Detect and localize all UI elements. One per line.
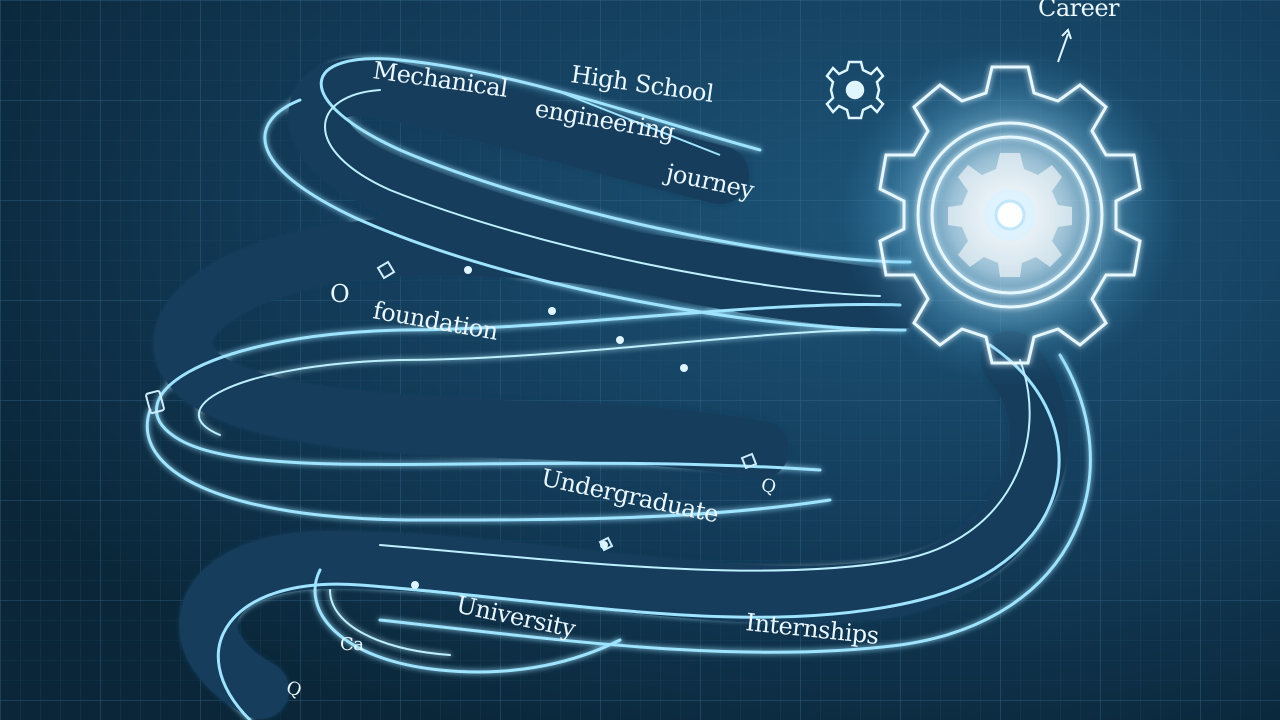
milestone-dot [680, 364, 688, 372]
milestone-dot [411, 581, 419, 589]
undergraduate-badge: Q [759, 474, 778, 498]
career-arrow-icon [1057, 28, 1072, 63]
milestone-dot [464, 266, 472, 274]
path-markers [145, 260, 758, 552]
milestone-dot [548, 307, 556, 315]
career-label: Career [1038, 0, 1120, 22]
university-badge: Ca [340, 634, 364, 655]
high-school-underline [559, 91, 721, 156]
milestone-dot [616, 336, 624, 344]
winding-path [145, 57, 1092, 720]
path-badge: Q [283, 677, 304, 702]
foundation-badge: O [330, 280, 349, 308]
small-gear-icon [825, 60, 885, 120]
large-gear-icon [840, 45, 1180, 385]
